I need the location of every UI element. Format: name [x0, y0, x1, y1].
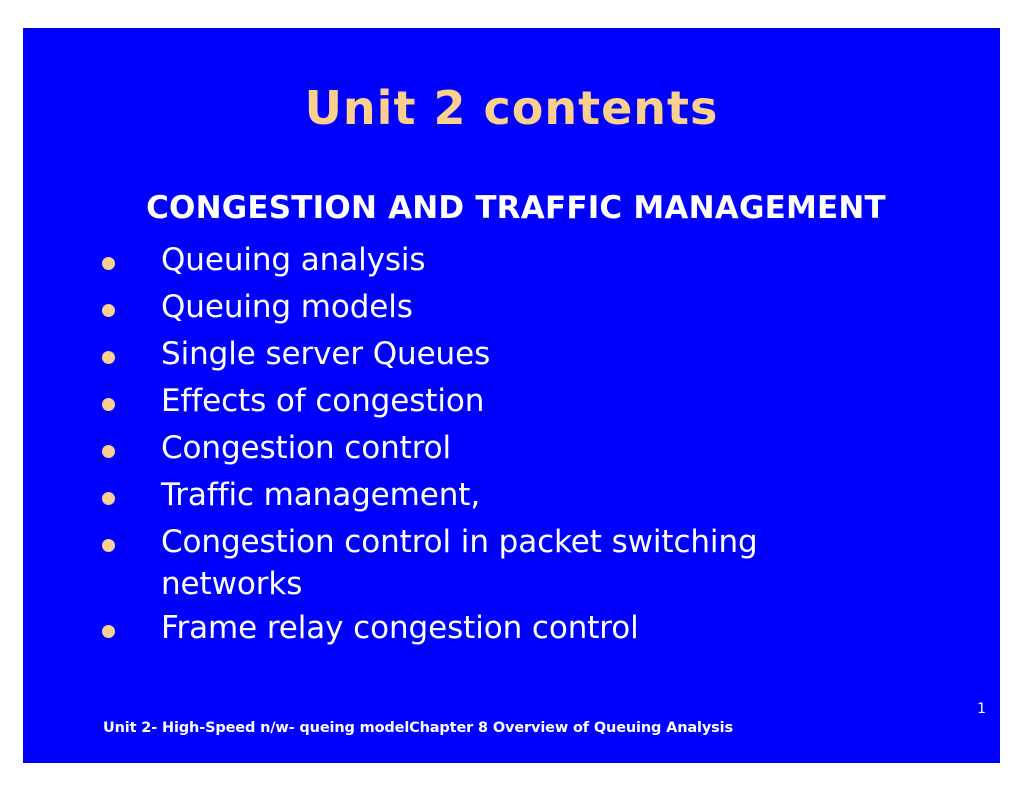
bullet-dot-icon: [102, 492, 115, 505]
list-item: Frame relay congestion control: [81, 608, 961, 652]
bullet-dot-icon: [102, 625, 115, 639]
list-item-label: Single server Queues: [161, 336, 491, 372]
list-item-label: Frame relay congestion control: [161, 610, 639, 647]
list-item: Congestion control in packet switching n…: [81, 522, 961, 605]
list-item-label: Congestion control in packet switching n…: [161, 524, 758, 602]
bullet-list: Queuing analysis Queuing models Single s…: [81, 240, 961, 655]
list-item-label: Traffic management,: [161, 477, 481, 513]
list-item-label: Congestion control: [161, 430, 452, 466]
slide-subtitle: CONGESTION AND TRAFFIC MANAGEMENT: [146, 190, 886, 226]
list-item: Effects of congestion: [81, 381, 961, 425]
list-item-label: Queuing analysis: [161, 242, 426, 278]
bullet-dot-icon: [102, 257, 115, 270]
list-item: Congestion control: [81, 428, 961, 472]
page-title: Unit 2 contents: [304, 81, 719, 135]
list-item: Single server Queues: [81, 334, 961, 378]
presentation-slide: Unit 2 contents CONGESTION AND TRAFFIC M…: [23, 28, 1000, 763]
list-item: Traffic management,: [81, 475, 961, 519]
slide-footer: Unit 2- High-Speed n/w- queing modelChap…: [103, 720, 733, 736]
list-item: Queuing analysis: [81, 240, 961, 284]
list-item-label: Queuing models: [161, 289, 413, 325]
bullet-dot-icon: [102, 304, 115, 317]
bullet-dot-icon: [102, 445, 115, 458]
bullet-dot-icon: [102, 398, 115, 411]
list-item: Queuing models: [81, 287, 961, 331]
page-number: 1: [977, 701, 986, 717]
bullet-dot-icon: [102, 351, 115, 364]
bullet-dot-icon: [102, 539, 115, 552]
list-item-label: Effects of congestion: [161, 383, 485, 419]
